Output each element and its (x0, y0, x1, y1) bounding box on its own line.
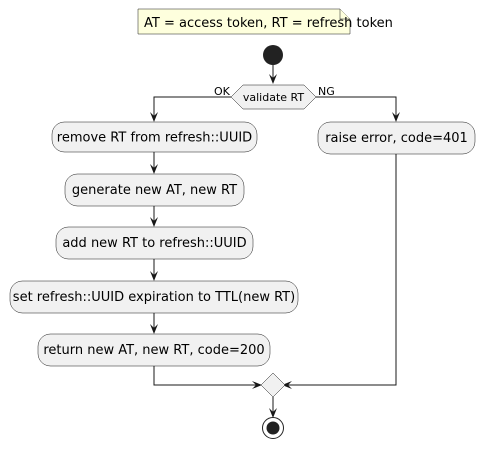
step-set-expiration: set refresh::UUID expiration to TTL(new … (9, 280, 299, 314)
arrowhead (252, 381, 262, 389)
arrowhead (150, 324, 158, 334)
arrowhead (282, 381, 292, 389)
step-return-ok-label: return new AT, new RT, code=200 (43, 343, 264, 358)
arrowhead (150, 271, 158, 281)
step-raise-error: raise error, code=401 (317, 121, 476, 155)
arrowhead (392, 112, 400, 122)
edge-merge-right (286, 154, 397, 386)
step-generate-label: generate new AT, new RT (72, 183, 237, 198)
arrowhead (150, 217, 158, 227)
step-raise-error-label: raise error, code=401 (325, 131, 468, 146)
edge-ng-branch (316, 96, 397, 118)
arrowhead (269, 408, 277, 418)
arrowhead (150, 164, 158, 174)
decision-validate-rt: validate RT (230, 84, 317, 110)
decision-label: validate RT (243, 91, 305, 104)
step-add-rt: add new RT to refresh::UUID (55, 226, 254, 260)
step-add-rt-label: add new RT to refresh::UUID (62, 236, 246, 251)
end-node (262, 417, 284, 439)
legend-note: AT = access token, RT = refresh token (137, 8, 393, 35)
merge-node (260, 372, 286, 398)
step-generate: generate new AT, new RT (64, 173, 245, 207)
start-node (263, 45, 283, 65)
arrowhead (150, 112, 158, 122)
edge-merge-left (153, 366, 258, 386)
branch-label-ok: OK (214, 85, 231, 98)
step-remove-rt: remove RT from refresh::UUID (51, 121, 258, 153)
note-text: AT = access token, RT = refresh token (144, 16, 393, 31)
step-remove-rt-label: remove RT from refresh::UUID (57, 131, 252, 146)
edge-ok-branch (153, 96, 231, 118)
arrowhead (269, 74, 277, 84)
step-return-ok: return new AT, new RT, code=200 (37, 333, 271, 367)
branch-label-ng: NG (318, 85, 335, 98)
step-set-expiration-label: set refresh::UUID expiration to TTL(new … (13, 290, 295, 305)
